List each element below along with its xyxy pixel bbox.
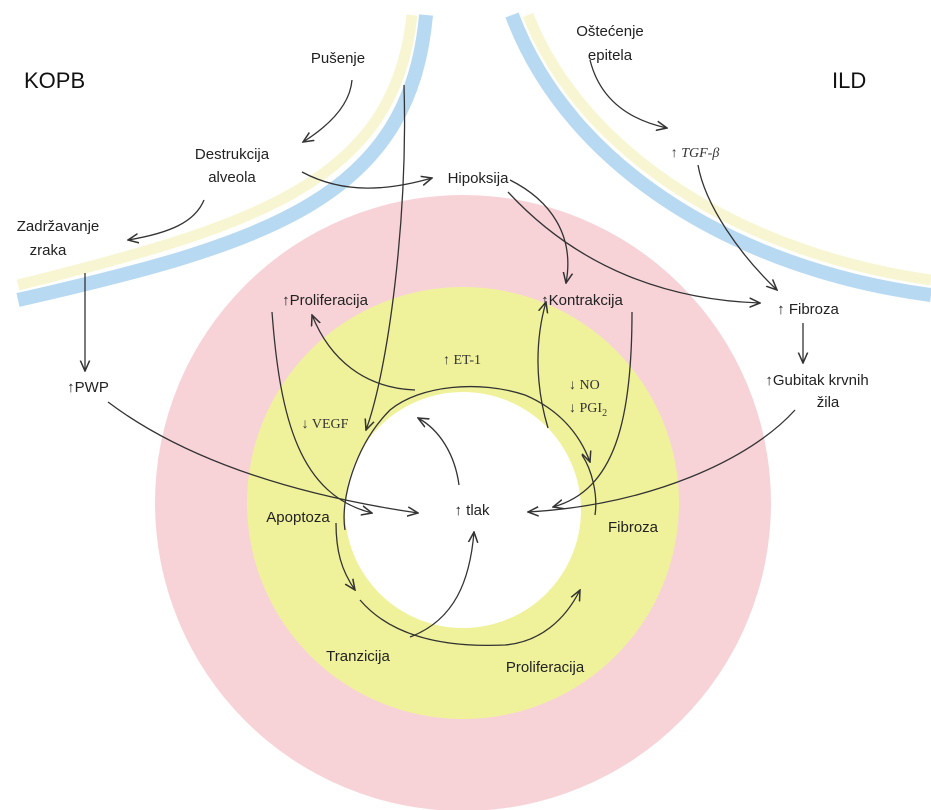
label-zadrzavanje-line2: zraka (30, 242, 67, 259)
label-destrukcija-line2: alveola (208, 169, 256, 186)
label-no: ↓ NO (569, 378, 600, 393)
label-tranzicija: Tranzicija (326, 648, 390, 665)
arrow-vegf-loop (418, 418, 460, 486)
arrow-kontrakcija-tlak (553, 311, 633, 507)
right-band-blue (505, 12, 931, 302)
arrow-gubitak-tlak (528, 409, 796, 512)
arrow-destrukcija-zadrzavanje (128, 199, 205, 240)
label-pgi-subscript: 2 (602, 408, 607, 419)
label-ostecenje-line1: Oštećenje (576, 23, 644, 40)
arrow-pusenje-destrukcija (303, 79, 353, 142)
arrow-circle-bottom (359, 590, 580, 647)
arrow-fibroza-connector (581, 454, 597, 516)
label-tlak: ↑ tlak (454, 502, 490, 519)
corner-label-kopb: KOPB (24, 68, 85, 93)
label-proliferacija-bottom: Proliferacija (506, 659, 585, 676)
arrow-ostecenje-tgf (589, 59, 667, 128)
arrow-hipoksija-kontrakcija (509, 179, 568, 283)
label-zadrzavanje-line1: Zadržavanje (17, 218, 100, 235)
left-band-cream (16, 14, 418, 291)
arrow-tgf-fibroza (697, 164, 777, 290)
label-fibroza-right: ↑ Fibroza (777, 301, 839, 318)
label-ostecenje-line2: epitela (588, 47, 633, 64)
label-fibroza-inner: Fibroza (608, 519, 659, 536)
arrow-apoptoza-tranzicija (335, 522, 355, 590)
label-vegf: ↓ VEGF (302, 417, 349, 432)
arrow-pwp-tlak (107, 401, 418, 513)
label-apoptoza: Apoptoza (266, 509, 330, 526)
label-pwp: ↑PWP (67, 379, 109, 396)
label-kontrakcija: ↑Kontrakcija (541, 292, 623, 309)
label-destrukcija-line1: Destrukcija (195, 146, 270, 163)
arrow-circle-top (343, 385, 590, 531)
label-tgf-beta: ↑ TGF-β (671, 146, 720, 161)
arrow-no-kontrakcija (537, 302, 549, 429)
arrow-proliferacija-tlak (271, 311, 372, 513)
label-gubitak-line2: žila (817, 394, 840, 411)
arrow-destrukcija-hipoksija (301, 171, 432, 189)
label-proliferacija-top: ↑Proliferacija (282, 292, 369, 309)
arrow-et1-proliferacija (312, 315, 416, 391)
label-gubitak-line1: ↑Gubitak krvnih (765, 372, 868, 389)
arrow-tranzicija-tlak (409, 532, 474, 638)
label-hipoksija: Hipoksija (448, 170, 510, 187)
arrow-pusenje-vegf (366, 84, 406, 430)
arrow-hipoksija-fibroza (507, 191, 760, 303)
label-pgi: ↓ PGI2 (569, 401, 607, 419)
right-band-cream (522, 12, 931, 286)
label-pgi-base: ↓ PGI (569, 401, 602, 416)
left-band-blue (16, 14, 433, 307)
corner-label-ild: ILD (832, 68, 866, 93)
label-pusenje: Pušenje (311, 50, 365, 67)
label-et1: ↑ ET-1 (443, 353, 481, 368)
vessel-lumen (345, 392, 581, 628)
